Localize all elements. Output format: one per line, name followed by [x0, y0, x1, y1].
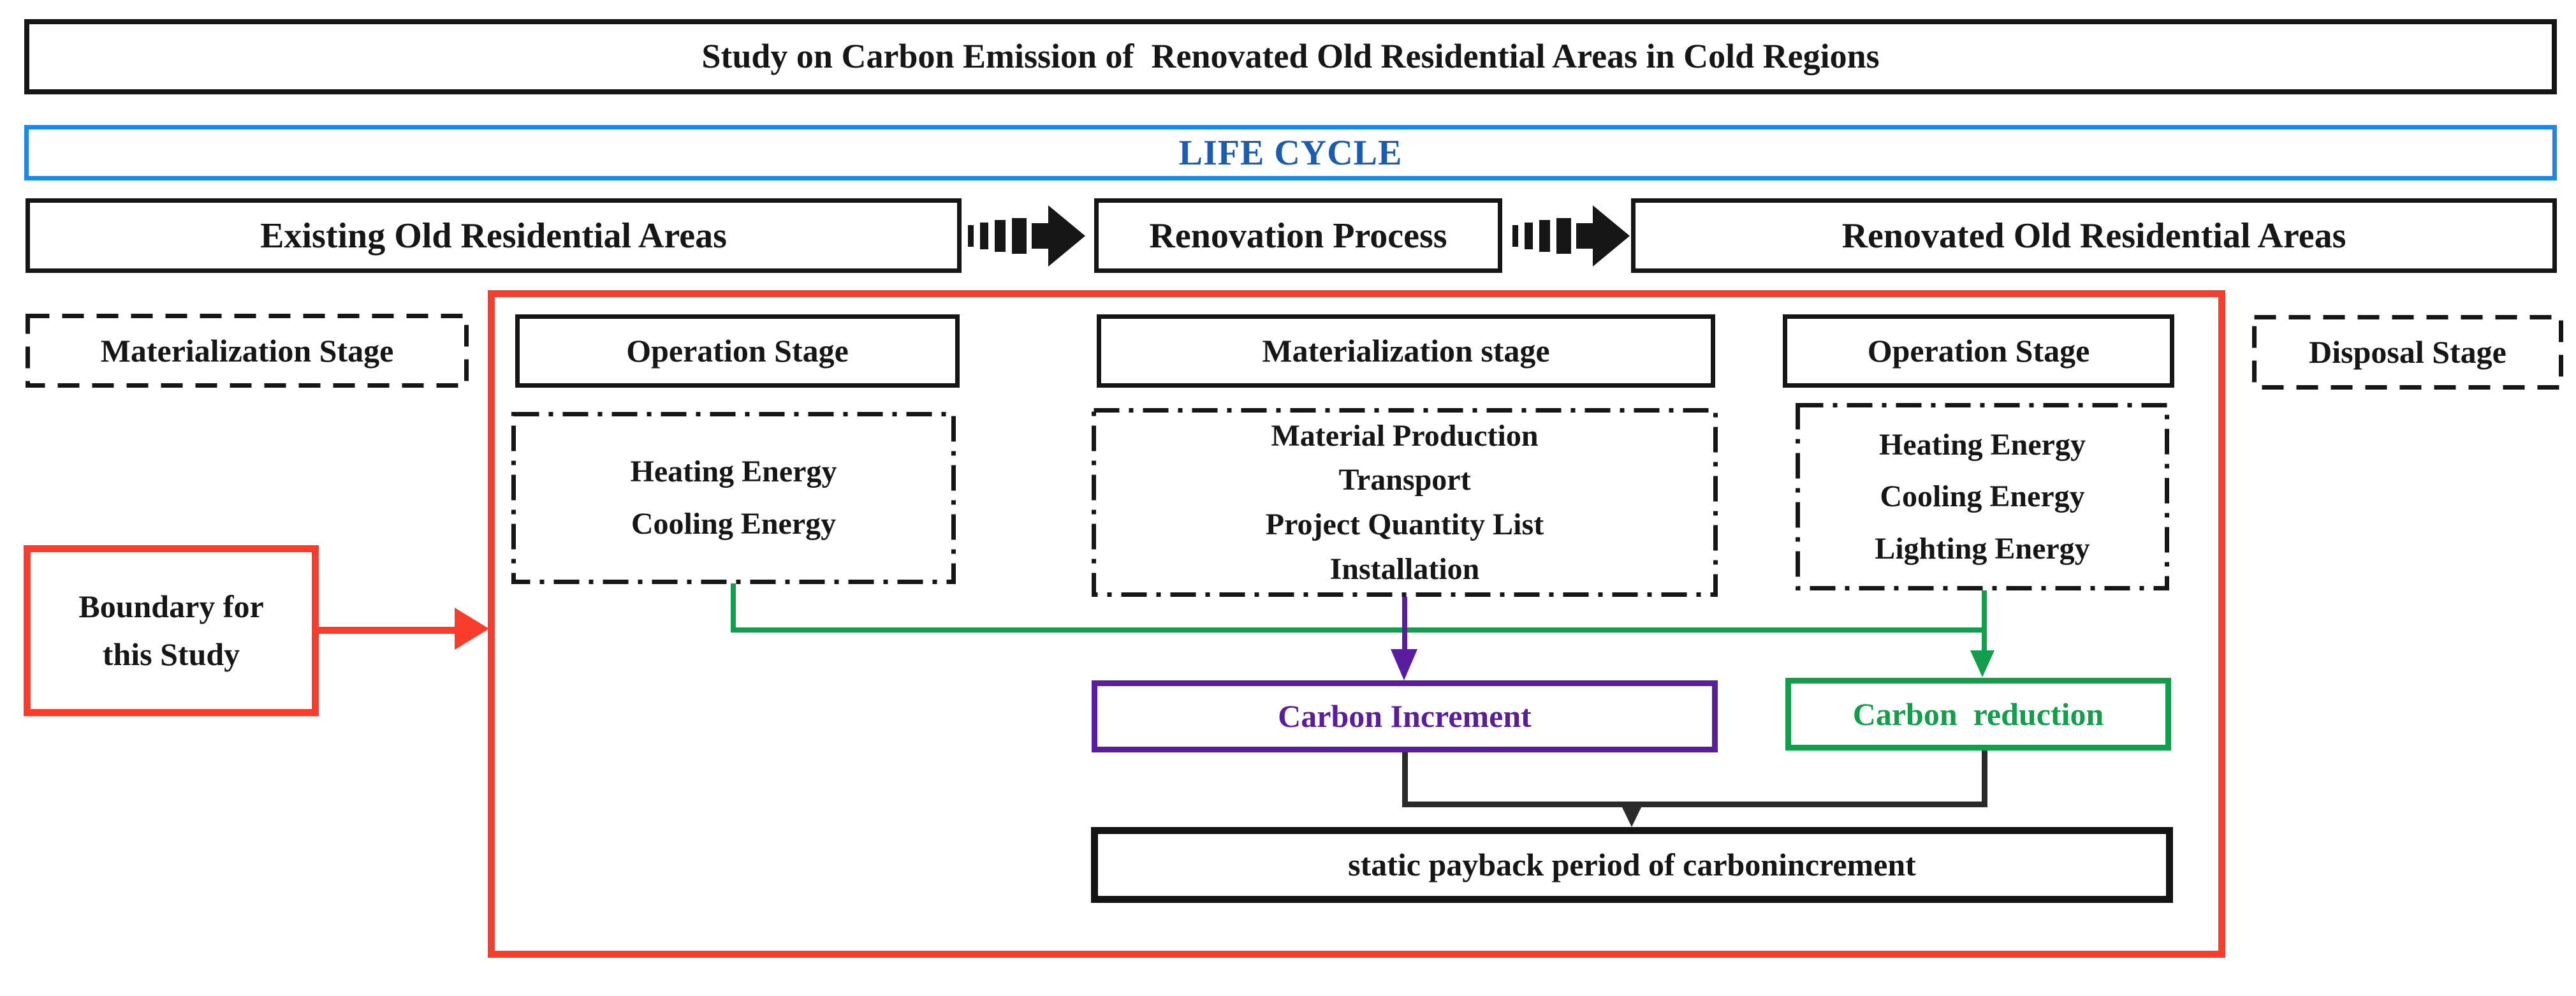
disposal-stage-box: Disposal Stage	[2252, 315, 2563, 390]
existing-areas-box: Existing Old Residential Areas	[26, 198, 962, 273]
dashed-arrow-right-icon	[1512, 205, 1630, 267]
activity-line: Transport	[1338, 463, 1471, 497]
energy-line: Cooling Energy	[1880, 480, 2085, 514]
renovation-process-label: Renovation Process	[1149, 216, 1447, 256]
operation-stage-left-box: Operation Stage	[515, 314, 960, 388]
connector-purple-vertical	[1402, 597, 1407, 650]
materialization-stage-mid-label: Materialization stage	[1262, 333, 1550, 369]
static-payback-label: static payback period of carbonincrement	[1348, 847, 1916, 883]
operation-stage-right-label: Operation Stage	[1867, 333, 2090, 369]
lifecycle-box: LIFE CYCLE	[24, 125, 2557, 180]
energy-line: Heating Energy	[630, 455, 837, 489]
connector-green-vertical-left	[731, 583, 736, 633]
connector-green-vertical-right	[1982, 590, 1987, 652]
connector-green-horizontal	[731, 627, 1987, 633]
boundary-arrow-line	[319, 627, 457, 634]
carbon-reduction-label: Carbon reduction	[1852, 696, 2104, 732]
renovated-areas-label: Renovated Old Residential Areas	[1841, 216, 2346, 256]
energy-box-renovated-operation: Heating Energy Cooling Energy Lighting E…	[1796, 403, 2169, 590]
purple-down-arrow-icon	[1391, 649, 1417, 680]
materialization-stage-mid-box: Materialization stage	[1097, 314, 1715, 388]
boundary-arrow-icon	[455, 608, 489, 650]
black-down-arrow-icon	[1621, 805, 1643, 827]
disposal-stage-label: Disposal Stage	[2309, 334, 2506, 370]
carbon-increment-box: Carbon Increment	[1092, 680, 1718, 752]
energy-line: Heating Energy	[1879, 427, 2086, 462]
activity-line: Material Production	[1271, 418, 1539, 453]
study-boundary-outline	[488, 290, 2225, 958]
connector-black-vertical-left	[1402, 752, 1408, 807]
page-title: Study on Carbon Emission of Renovated Ol…	[701, 37, 1880, 76]
materialization-stage-left-box: Materialization Stage	[26, 314, 469, 388]
dashdot-border	[1092, 408, 1718, 597]
dashdot-border	[511, 412, 956, 584]
dashed-border	[2252, 315, 2563, 390]
boundary-note-box: Boundary for this Study	[24, 545, 319, 716]
dashed-arrow-left-icon	[968, 205, 1085, 267]
renovation-process-box: Renovation Process	[1094, 198, 1502, 273]
energy-line: Lighting Energy	[1875, 531, 2090, 566]
connector-black-vertical-right	[1982, 751, 1987, 807]
connector-black-horizontal	[1402, 802, 1987, 807]
operation-stage-left-label: Operation Stage	[626, 333, 849, 369]
energy-box-renovation-materialization: Material Production Transport Project Qu…	[1092, 408, 1718, 597]
activity-line: Installation	[1329, 552, 1480, 586]
energy-line: Cooling Energy	[631, 507, 837, 541]
boundary-note-line2: this Study	[102, 636, 240, 672]
dashdot-border	[1796, 403, 2169, 590]
existing-areas-label: Existing Old Residential Areas	[260, 216, 727, 256]
boundary-note-line1: Boundary for	[78, 589, 264, 624]
lifecycle-label: LIFE CYCLE	[1178, 133, 1403, 173]
static-payback-box: static payback period of carbonincrement	[1091, 827, 2173, 903]
renovated-areas-box: Renovated Old Residential Areas	[1631, 198, 2557, 273]
materialization-stage-left-label: Materialization Stage	[100, 332, 394, 369]
operation-stage-right-box: Operation Stage	[1783, 314, 2174, 388]
carbon-reduction-box: Carbon reduction	[1785, 678, 2171, 751]
energy-box-existing-operation: Heating Energy Cooling Energy	[511, 412, 956, 584]
carbon-increment-label: Carbon Increment	[1278, 698, 1532, 735]
activity-line: Project Quantity List	[1265, 508, 1544, 541]
green-down-arrow-icon	[1970, 650, 1994, 677]
page-title-box: Study on Carbon Emission of Renovated Ol…	[24, 19, 2557, 94]
dashed-border	[26, 314, 469, 388]
